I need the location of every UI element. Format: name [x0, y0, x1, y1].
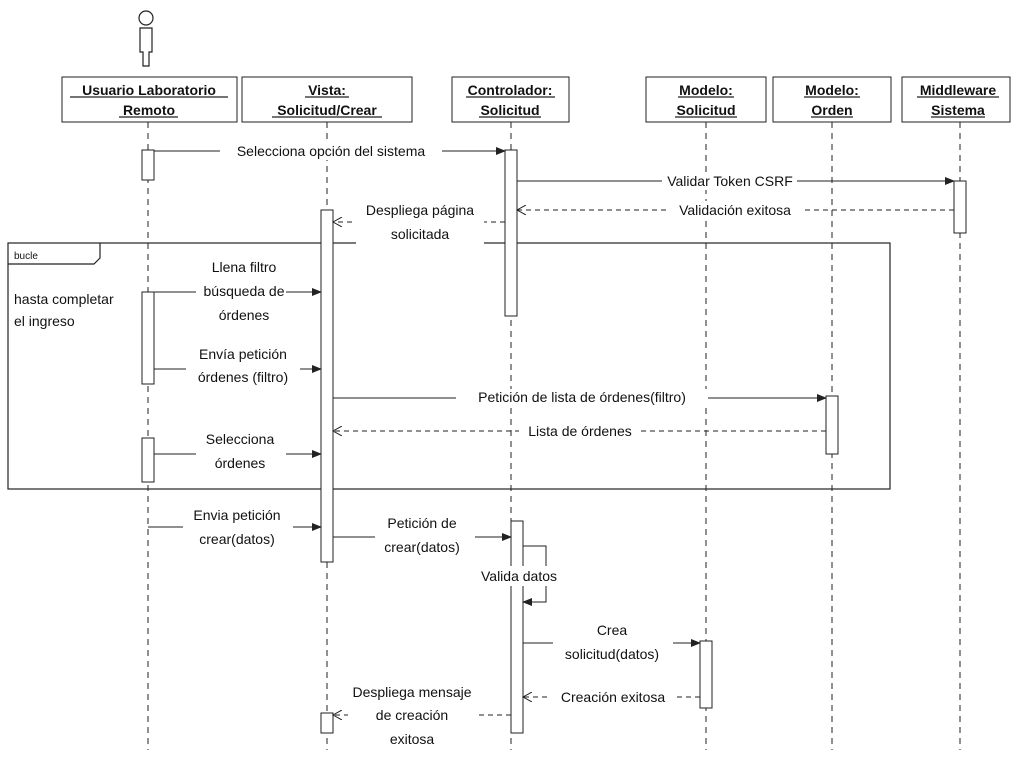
participant-middleware: Middleware Sistema — [901, 76, 1011, 123]
user-actor-icon — [138, 10, 154, 67]
participant-usuario-line2: Remoto — [123, 102, 175, 118]
message-despliega-pagina-line2: solicitada — [391, 226, 450, 242]
message-validar-token: Validar Token CSRF — [517, 172, 955, 190]
message-llena-filtro: Llena filtro búsqueda de órdenes — [154, 259, 322, 323]
activation-usuario-1 — [141, 149, 155, 181]
message-envia-peticion: Envía petición órdenes (filtro) — [154, 346, 322, 385]
activation-modelo-solicitud — [699, 640, 713, 709]
message-crea-solicitud: Crea solicitud(datos) — [523, 622, 701, 662]
activation-usuario-2 — [141, 291, 155, 385]
message-crea-solicitud-line1: Crea — [597, 622, 628, 638]
message-peticion-crear: Petición de crear(datos) — [333, 515, 512, 555]
message-llena-filtro-line1: Llena filtro — [212, 259, 277, 275]
message-envia-crear-line1: Envia petición — [193, 507, 280, 523]
participant-usuario-line1: Usuario Laboratorio — [82, 82, 216, 98]
message-despliega-mensaje-line3: exitosa — [390, 731, 435, 747]
participant-vista-line1: Vista: — [308, 82, 346, 98]
activation-modelo-orden — [825, 395, 839, 455]
message-despliega-mensaje-line1: Despliega mensaje — [352, 684, 471, 700]
message-valida-datos: Valida datos — [470, 545, 568, 606]
participant-modelo-orden-line2: Orden — [811, 102, 852, 118]
participant-middleware-line2: Sistema — [931, 102, 985, 118]
loop-guard-line2: el ingreso — [14, 313, 75, 329]
activation-controlador-1 — [504, 149, 518, 317]
message-peticion-lista-label: Petición de lista de órdenes(filtro) — [478, 389, 686, 405]
activation-vista-1 — [320, 209, 334, 563]
participant-usuario: Usuario Laboratorio Remoto — [61, 76, 238, 123]
activation-usuario-3 — [141, 437, 155, 483]
activation-controlador-2 — [510, 520, 524, 734]
message-selecciona-ordenes: Selecciona órdenes — [154, 431, 322, 471]
participant-controlador: Controlador: Solicitud — [451, 76, 570, 123]
message-llena-filtro-line2: búsqueda de — [204, 283, 285, 299]
message-despliega-mensaje: Despliega mensaje de creación exitosa — [333, 680, 511, 748]
loop-fragment-tag: bucle — [14, 251, 38, 262]
message-lista-ordenes-label: Lista de órdenes — [528, 423, 632, 439]
message-despliega-pagina-line1: Despliega página — [366, 202, 474, 218]
participant-modelo-orden-line1: Modelo: — [805, 82, 859, 98]
message-peticion-lista: Petición de lista de órdenes(filtro) — [333, 389, 827, 407]
message-despliega-pagina: Despliega página solicitada — [333, 201, 505, 245]
participant-middleware-line1: Middleware — [920, 82, 996, 98]
participant-modelo-solicitud-line2: Solicitud — [676, 102, 735, 118]
activation-vista-2 — [320, 712, 334, 734]
loop-guard-line1: hasta completar — [14, 291, 114, 307]
message-envia-crear-line2: crear(datos) — [199, 531, 274, 547]
loop-fragment: bucle hasta completar el ingreso — [7, 242, 891, 490]
message-validacion-exitosa-label: Validación exitosa — [679, 202, 791, 218]
participant-controlador-line1: Controlador: — [468, 82, 553, 98]
participant-modelo-orden: Modelo: Orden — [772, 76, 892, 123]
message-valida-datos-label: Valida datos — [481, 568, 557, 584]
message-llena-filtro-line3: órdenes — [219, 307, 270, 323]
message-validacion-exitosa: Validación exitosa — [517, 201, 954, 219]
message-peticion-crear-line2: crear(datos) — [384, 539, 459, 555]
message-despliega-mensaje-line2: de creación — [376, 707, 448, 723]
message-creacion-exitosa-label: Creación exitosa — [561, 689, 665, 705]
message-lista-ordenes: Lista de órdenes — [333, 422, 826, 440]
message-crea-solicitud-line2: solicitud(datos) — [565, 646, 659, 662]
message-selecciona-opcion-label: Selecciona opción del sistema — [237, 143, 426, 159]
participant-modelo-solicitud: Modelo: Solicitud — [645, 76, 767, 123]
participant-vista-line2: Solicitud/Crear — [277, 102, 377, 118]
message-validar-token-label: Validar Token CSRF — [667, 173, 793, 189]
message-envia-peticion-line2: órdenes (filtro) — [198, 369, 288, 385]
message-envia-crear: Envia petición crear(datos) — [148, 507, 322, 547]
message-selecciona-ordenes-line1: Selecciona — [206, 431, 275, 447]
message-selecciona-opcion: Selecciona opción del sistema — [154, 142, 506, 160]
participant-controlador-line2: Solicitud — [480, 102, 539, 118]
message-peticion-crear-line1: Petición de — [387, 515, 456, 531]
participant-modelo-solicitud-line1: Modelo: — [679, 82, 733, 98]
message-selecciona-ordenes-line2: órdenes — [215, 455, 266, 471]
message-envia-peticion-line1: Envía petición — [199, 346, 287, 362]
message-creacion-exitosa: Creación exitosa — [523, 688, 700, 706]
activation-middleware — [953, 180, 967, 234]
participant-vista: Vista: Solicitud/Crear — [241, 76, 413, 123]
